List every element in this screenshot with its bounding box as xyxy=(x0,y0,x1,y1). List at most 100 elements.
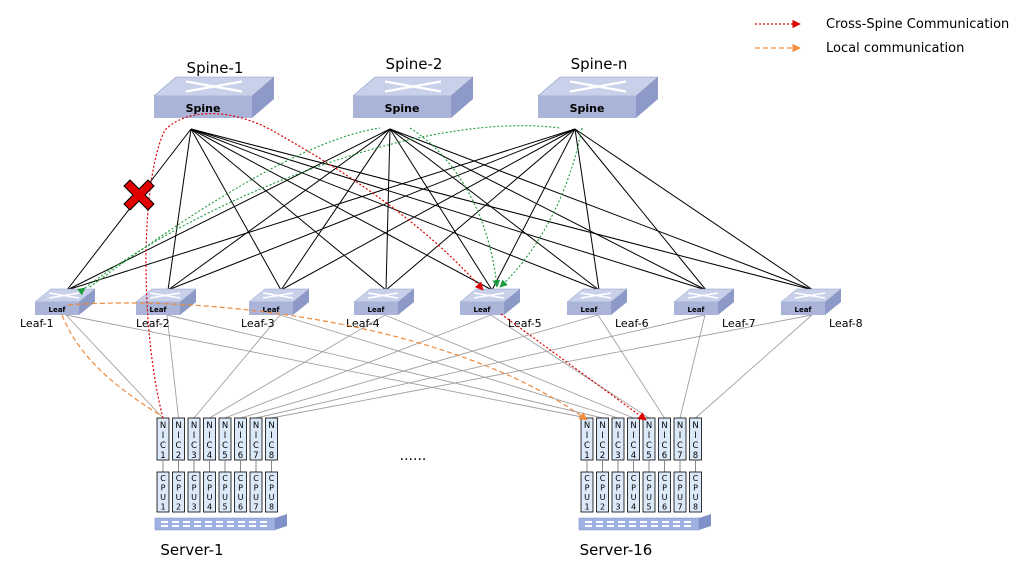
server-drive-slot xyxy=(238,525,245,527)
switch-front xyxy=(674,302,718,315)
switch-arrows-icon xyxy=(48,292,80,299)
spine-leaf-link xyxy=(190,128,387,291)
nic-label-char: 3 xyxy=(615,451,620,461)
cpu-label-char: U xyxy=(176,493,182,502)
cpu-label-char: P xyxy=(647,484,652,493)
server-drive-slot xyxy=(596,525,603,527)
cpu-label-char: 7 xyxy=(253,503,258,512)
cpu-label-char: 1 xyxy=(160,503,165,512)
cpu-label-char: 5 xyxy=(646,503,651,512)
server-drive-slot xyxy=(260,525,267,527)
nic-label-char: 8 xyxy=(269,451,274,461)
nic-label-char: N xyxy=(222,421,228,431)
cpu-label-char: C xyxy=(207,474,213,483)
server-drive-slot xyxy=(629,525,636,527)
server-drive-slot xyxy=(249,525,256,527)
cpu-label-char: C xyxy=(584,474,590,483)
cpu-label-char: P xyxy=(238,484,243,493)
leaf-title: Leaf-3 xyxy=(241,317,275,330)
local-flow-path xyxy=(61,314,161,416)
cpu-label-char: C xyxy=(176,474,182,483)
server-drive-slot xyxy=(227,521,234,523)
leaf-nic-link xyxy=(271,314,813,419)
cpu-label-char: P xyxy=(616,484,621,493)
server-drive-slot xyxy=(607,525,614,527)
server-chassis-side xyxy=(699,514,711,530)
nic-label-char: N xyxy=(160,421,166,431)
cpu-label-char: 8 xyxy=(269,503,274,512)
server-drive-slot xyxy=(161,525,168,527)
reroute-flow-path xyxy=(89,127,381,288)
leaf-device-label: Leaf xyxy=(150,306,168,314)
leaf-title: Leaf-7 xyxy=(722,317,756,330)
nic-label-char: 5 xyxy=(646,451,651,461)
spine-leaf-link xyxy=(190,128,814,291)
legend-item-local: Local communication xyxy=(755,41,964,56)
leaf-device-label: Leaf xyxy=(688,306,706,314)
switch-side xyxy=(718,289,734,315)
switch-front xyxy=(567,302,611,315)
nic-label-char: I xyxy=(208,431,211,441)
spine-leaf-link xyxy=(389,128,707,291)
nic-label-char: I xyxy=(270,431,273,441)
server-drive-slot xyxy=(596,521,603,523)
server-drive-slot xyxy=(618,525,625,527)
cpu-label-char: P xyxy=(223,484,228,493)
leaf-nic-link xyxy=(695,314,813,419)
cpu-label-char: U xyxy=(677,493,683,502)
switch-front xyxy=(136,302,180,315)
nic-label-char: 2 xyxy=(600,451,605,461)
spine-leaf-link xyxy=(167,128,391,291)
spine-leaf-link xyxy=(389,128,814,291)
spine-device-label: Spine xyxy=(186,102,221,115)
leaf-nic-link xyxy=(193,314,281,419)
leaf-device-label: Leaf xyxy=(49,306,67,314)
spine-title: Spine-2 xyxy=(386,55,443,73)
traffic-flows xyxy=(61,113,647,421)
cpu-label-char: C xyxy=(615,474,621,483)
cpu-label-char: U xyxy=(600,493,606,502)
legend-label: Cross-Spine Communication xyxy=(826,17,1009,32)
switch-side xyxy=(252,77,274,118)
server-drive-slot xyxy=(662,521,669,523)
nic-label-char: I xyxy=(617,431,620,441)
legend: Cross-Spine Communication Local communic… xyxy=(755,17,1009,56)
cpu-label-char: U xyxy=(615,493,621,502)
cpu-label-char: C xyxy=(677,474,683,483)
nic-label-char: I xyxy=(586,431,589,441)
local-flow-path xyxy=(67,302,588,421)
cpu-label-char: U xyxy=(269,493,275,502)
cpu-label-char: 6 xyxy=(662,503,667,512)
switch-side xyxy=(504,289,520,315)
server-drive-slot xyxy=(684,525,691,527)
server-drive-slot xyxy=(238,521,245,523)
switch-side xyxy=(636,77,658,118)
spine-leaf-link xyxy=(66,128,391,291)
cpu-label-char: U xyxy=(207,493,213,502)
nic-label-char: C xyxy=(677,441,683,451)
nic-label-char: C xyxy=(222,441,228,451)
server-uplinks xyxy=(65,314,813,419)
leaf-nic-link xyxy=(255,314,706,419)
reroute-flow-path xyxy=(499,127,583,288)
